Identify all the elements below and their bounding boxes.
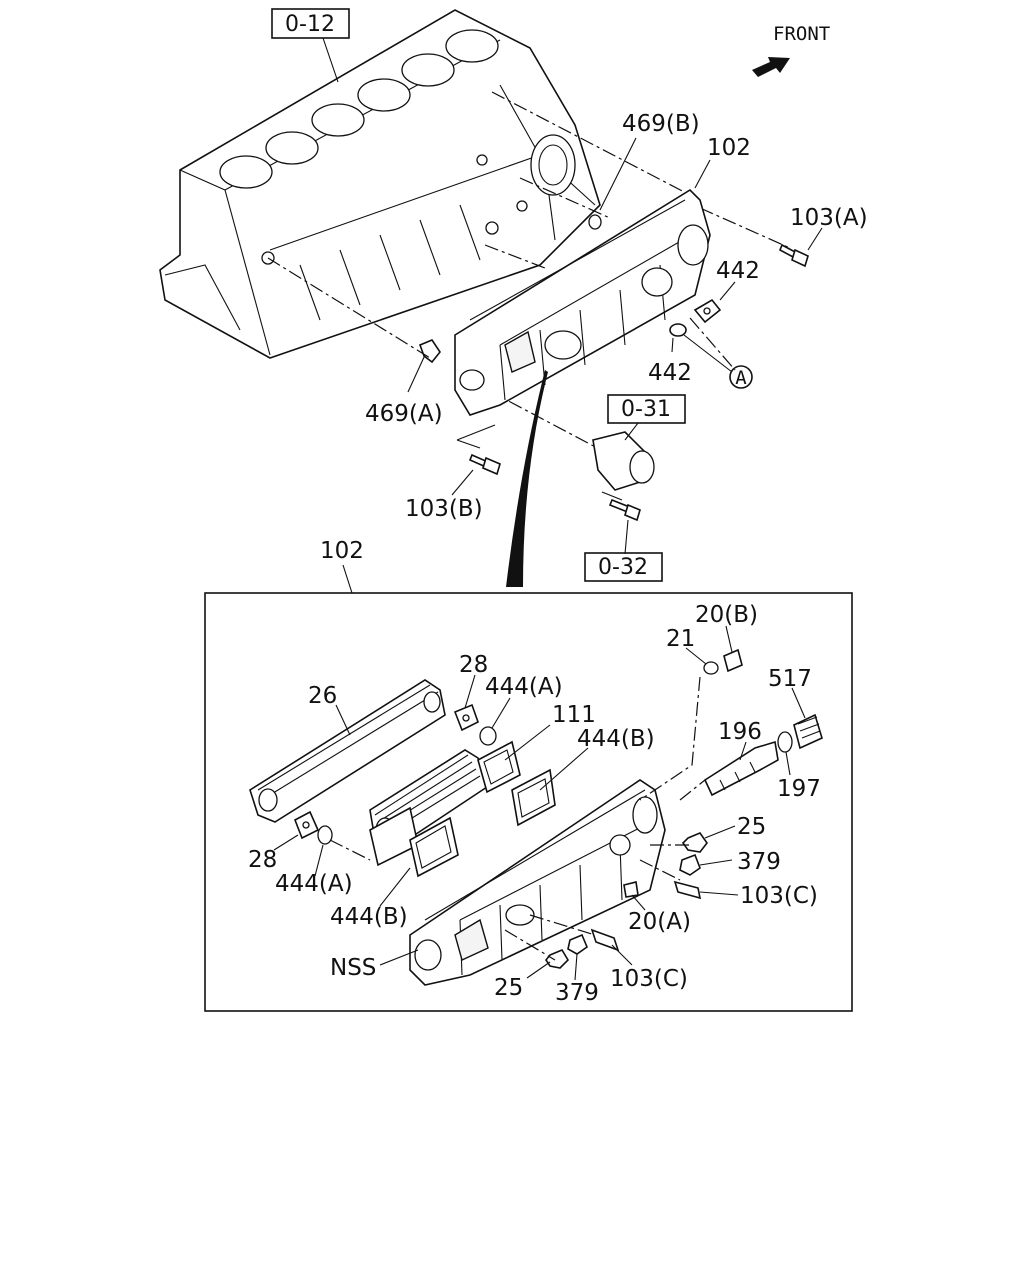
detail-pointer	[506, 370, 548, 587]
cylinder-block	[159, 9, 601, 359]
o-ring-21	[703, 661, 719, 675]
callout-103b: 103(B)	[405, 496, 483, 522]
detail-gaskets	[293, 703, 556, 878]
front-label: FRONT	[773, 23, 830, 45]
callout-197: 197	[777, 776, 821, 802]
callout-102: 102	[707, 135, 751, 161]
callout-20a: 20(A)	[628, 909, 691, 935]
callout-111: 111	[552, 702, 596, 728]
ref-label-0-12: 0-12	[285, 12, 335, 37]
o-ring-197	[777, 731, 793, 753]
callout-25-right: 25	[737, 814, 766, 840]
nut-25-right	[681, 832, 708, 853]
ref-label-0-31: 0-31	[621, 397, 671, 422]
nut-379-bottom	[567, 933, 588, 955]
bolt-103b	[468, 453, 501, 476]
water-outlet-pipe	[592, 431, 655, 522]
bolt-103c-bottom	[590, 928, 620, 952]
detail-title: 102	[320, 538, 364, 564]
ref-box-0-32: 0-32	[584, 552, 663, 582]
callout-21: 21	[666, 626, 695, 652]
callout-28-top: 28	[459, 652, 488, 678]
callout-444a-bottom: 444(A)	[275, 871, 353, 897]
plug-20b	[723, 648, 743, 673]
callout-379-bottom: 379	[555, 980, 599, 1006]
cooler-element-26	[249, 679, 446, 823]
callout-26: 26	[308, 683, 337, 709]
callout-517: 517	[768, 666, 812, 692]
ref-box-0-31: 0-31	[607, 394, 686, 424]
upper-leaders	[407, 137, 823, 555]
detail-frame: 102	[204, 538, 853, 1012]
callout-444a-top: 444(A)	[485, 674, 563, 700]
nut-379-right	[679, 853, 701, 876]
callout-196: 196	[718, 719, 762, 745]
nut-25-bottom	[545, 948, 570, 969]
callout-103a: 103(A)	[790, 205, 868, 231]
bolt-103a	[778, 243, 809, 268]
callout-444b-top: 444(B)	[577, 726, 655, 752]
gasket-469b	[588, 214, 602, 230]
front-arrow-icon	[752, 57, 790, 77]
ref-label-0-32: 0-32	[598, 555, 648, 580]
callout-28-bottom: 28	[248, 847, 277, 873]
oil-cooler-assembly-upper	[454, 188, 711, 416]
callout-442-bottom: 442	[648, 360, 692, 386]
callout-circle-a: A	[729, 365, 753, 389]
callout-nss: NSS	[330, 955, 376, 981]
callout-103c-bottom: 103(C)	[610, 966, 688, 992]
detail-small-parts	[545, 648, 823, 969]
washer-442-pair	[669, 298, 722, 337]
bolt-103c-right	[673, 880, 702, 900]
detail-centerlines	[329, 676, 706, 961]
callout-25-bottom: 25	[494, 975, 523, 1001]
detail-leaders	[273, 625, 806, 981]
callout-469b: 469(B)	[622, 111, 700, 137]
front-indicator: FRONT	[752, 23, 830, 77]
plug-20a	[623, 881, 639, 898]
callout-103c-right: 103(C)	[740, 883, 818, 909]
callout-20b: 20(B)	[695, 602, 758, 628]
gasket-469a	[418, 339, 441, 364]
oil-cooler-housing-detail	[409, 779, 666, 986]
callout-444b-bottom: 444(B)	[330, 904, 408, 930]
valve-196	[703, 740, 779, 797]
ref-box-0-12: 0-12	[271, 8, 350, 83]
circle-a-label: A	[735, 367, 747, 389]
callout-379-right: 379	[737, 849, 781, 875]
callout-442-top: 442	[716, 258, 760, 284]
callout-469a: 469(A)	[365, 401, 443, 427]
mounting-centerlines	[267, 91, 791, 461]
